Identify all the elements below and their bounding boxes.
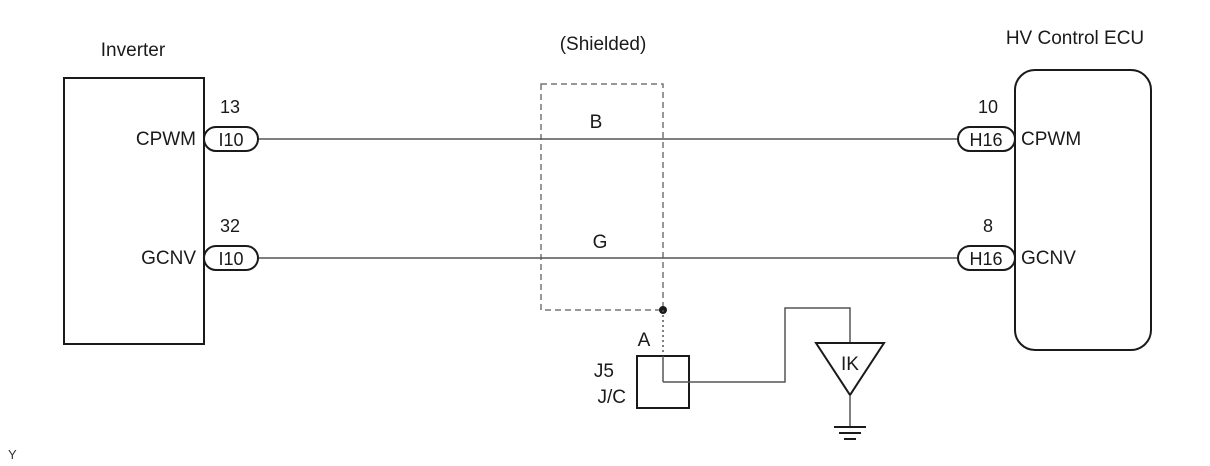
shield-box	[540, 83, 664, 311]
ecu-signal-gcnv: GCNV	[1021, 248, 1076, 269]
inverter-title: Inverter	[101, 40, 166, 61]
inverter-pin-13: 13	[220, 97, 240, 117]
junction-pin-label: A	[638, 330, 651, 351]
ecu-signal-cpwm: CPWM	[1021, 129, 1081, 150]
inverter-signal-gcnv: GCNV	[141, 248, 196, 269]
connector-h16-label-1: H16	[969, 130, 1002, 150]
ecu-title: HV Control ECU	[1006, 28, 1144, 49]
wire-color-g: G	[593, 232, 608, 253]
ground-point-triangle	[814, 342, 886, 397]
junction-type: J/C	[598, 387, 627, 408]
corner-mark: Y	[8, 447, 17, 462]
ecu-box	[1014, 69, 1152, 351]
ecu-pin-10: 10	[978, 97, 998, 117]
connector-i10-gcnv	[203, 245, 259, 271]
connector-h16-label-2: H16	[969, 249, 1002, 269]
ground-wire	[689, 307, 851, 383]
connector-h16-cpwm	[957, 126, 1016, 152]
connector-i10-cpwm	[203, 126, 259, 152]
ecu-pin-8: 8	[983, 216, 993, 236]
shield-label: (Shielded)	[560, 34, 647, 55]
connector-i10-label-1: I10	[218, 130, 243, 150]
inverter-pin-32: 32	[220, 216, 240, 236]
wire-color-b: B	[590, 112, 603, 133]
connector-i10-label-2: I10	[218, 249, 243, 269]
ground-label: IK	[841, 354, 859, 375]
inverter-box	[63, 77, 205, 345]
junction-id: J5	[594, 361, 614, 382]
connector-h16-gcnv	[957, 245, 1016, 271]
inverter-signal-cpwm: CPWM	[136, 129, 196, 150]
